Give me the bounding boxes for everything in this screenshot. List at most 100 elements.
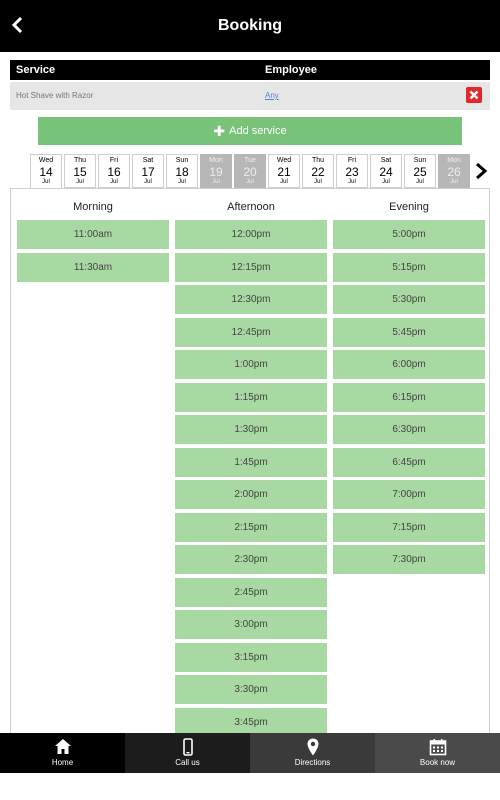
date-number: 25 bbox=[413, 165, 427, 179]
time-slot[interactable]: 12:00pm bbox=[175, 220, 327, 249]
service-table-header: Service Employee bbox=[10, 60, 490, 80]
date-number: 20 bbox=[243, 165, 257, 179]
date-number: 16 bbox=[107, 165, 121, 179]
time-slot[interactable]: 7:15pm bbox=[333, 512, 485, 542]
date-number: 21 bbox=[277, 165, 291, 179]
date-number: 14 bbox=[39, 165, 53, 179]
time-slot[interactable]: 5:15pm bbox=[333, 252, 485, 282]
tab-call-us-label: Call us bbox=[175, 758, 200, 767]
time-slot[interactable]: 5:30pm bbox=[333, 285, 485, 314]
tab-directions[interactable]: Directions bbox=[250, 733, 375, 773]
chevron-right-icon[interactable] bbox=[474, 162, 488, 180]
date-month: Jul bbox=[314, 179, 322, 185]
time-slot[interactable]: 2:00pm bbox=[175, 480, 327, 509]
time-slot[interactable]: 1:45pm bbox=[175, 447, 327, 477]
date-number: 26 bbox=[447, 165, 461, 179]
time-slot[interactable]: 6:15pm bbox=[333, 382, 485, 412]
time-slot[interactable]: 12:45pm bbox=[175, 317, 327, 347]
employee-link[interactable]: Any bbox=[265, 91, 279, 100]
date-month: Jul bbox=[144, 179, 152, 185]
date-weekday: Fri bbox=[347, 157, 357, 164]
time-slot[interactable]: 11:30am bbox=[17, 252, 169, 282]
top-bar: Booking bbox=[0, 0, 500, 52]
date-number: 22 bbox=[311, 165, 325, 179]
time-slot[interactable]: 2:15pm bbox=[175, 512, 327, 542]
date-weekday: Sun bbox=[413, 157, 427, 164]
bottom-tab-bar: Home Call us Directions bbox=[0, 733, 500, 773]
date-month: Jul bbox=[212, 179, 220, 185]
date-number: 24 bbox=[379, 165, 393, 179]
calendar-icon bbox=[429, 739, 446, 756]
date-month: Jul bbox=[416, 179, 424, 185]
date-weekday: Mon bbox=[447, 157, 461, 164]
date-weekday: Thu bbox=[311, 157, 325, 164]
time-slot[interactable]: 3:15pm bbox=[175, 642, 327, 672]
date-weekday: Wed bbox=[38, 157, 54, 164]
time-slot[interactable]: 1:00pm bbox=[175, 350, 327, 379]
date-month: Jul bbox=[76, 179, 84, 185]
date-weekday: Wed bbox=[276, 157, 292, 164]
date-weekday: Sat bbox=[380, 157, 392, 164]
time-slot[interactable]: 7:00pm bbox=[333, 480, 485, 509]
time-slot[interactable]: 5:45pm bbox=[333, 317, 485, 347]
time-slot[interactable]: 3:45pm bbox=[175, 707, 327, 737]
date-month: Jul bbox=[246, 179, 254, 185]
employee-column-header: Employee bbox=[265, 64, 317, 76]
time-slot[interactable]: 3:00pm bbox=[175, 610, 327, 639]
date-weekday: Tue bbox=[244, 157, 256, 164]
date-weekday: Sat bbox=[142, 157, 154, 164]
time-slot[interactable]: 6:45pm bbox=[333, 447, 485, 477]
time-slot[interactable]: 1:30pm bbox=[175, 415, 327, 444]
time-slot[interactable]: 2:45pm bbox=[175, 577, 327, 607]
time-slot[interactable]: 6:30pm bbox=[333, 415, 485, 444]
phone-icon bbox=[182, 738, 193, 756]
time-slot[interactable]: 12:30pm bbox=[175, 285, 327, 314]
time-slot[interactable]: 2:30pm bbox=[175, 545, 327, 574]
time-slot[interactable]: 11:00am bbox=[17, 220, 169, 249]
page-title: Booking bbox=[218, 17, 282, 34]
home-icon bbox=[54, 739, 71, 754]
date-month: Jul bbox=[348, 179, 356, 185]
tab-home[interactable]: Home bbox=[0, 733, 125, 773]
time-slot[interactable]: 3:30pm bbox=[175, 675, 327, 704]
remove-service-icon[interactable] bbox=[466, 87, 482, 103]
time-slot[interactable]: 1:15pm bbox=[175, 382, 327, 412]
date-weekday: Mon bbox=[209, 157, 223, 164]
date-month: Jul bbox=[382, 179, 390, 185]
time-slot[interactable]: 6:00pm bbox=[333, 350, 485, 379]
time-slot[interactable]: 7:30pm bbox=[333, 545, 485, 574]
tab-directions-label: Directions bbox=[294, 758, 331, 767]
date-month: Jul bbox=[280, 179, 288, 185]
tab-book-now[interactable]: Book now bbox=[375, 733, 500, 773]
evening-title: Evening bbox=[389, 201, 429, 213]
tab-home-label: Home bbox=[51, 758, 74, 767]
date-number: 23 bbox=[345, 165, 359, 179]
add-service-button[interactable]: ✚ Add service bbox=[38, 117, 462, 145]
service-name: Hot Shave with Razor bbox=[16, 91, 94, 100]
afternoon-title: Afternoon bbox=[227, 201, 275, 213]
tab-book-now-label: Book now bbox=[419, 758, 456, 767]
time-slot[interactable]: 12:15pm bbox=[175, 252, 327, 282]
time-slot[interactable]: 5:00pm bbox=[333, 220, 485, 249]
date-number: 17 bbox=[141, 165, 155, 179]
date-number: 18 bbox=[175, 165, 189, 179]
back-arrow-icon[interactable] bbox=[8, 14, 28, 36]
tab-call-us[interactable]: Call us bbox=[125, 733, 250, 773]
date-month: Jul bbox=[178, 179, 186, 185]
service-row: Hot Shave with Razor Any bbox=[10, 82, 490, 110]
map-pin-icon bbox=[307, 738, 318, 756]
